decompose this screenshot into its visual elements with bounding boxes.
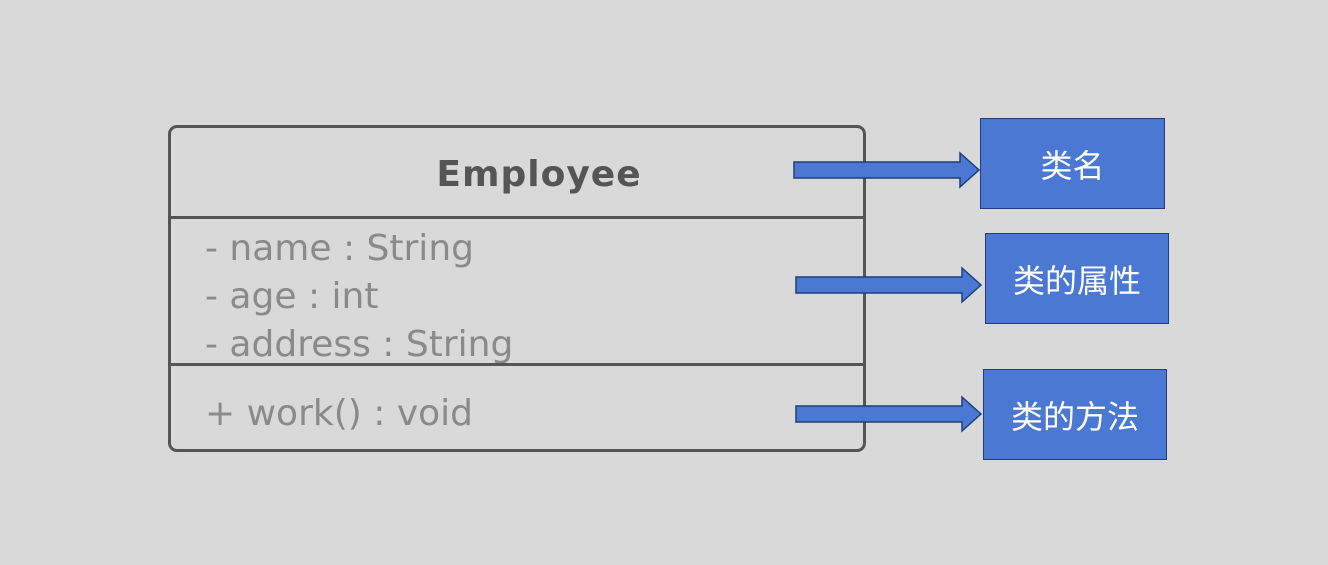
arrow-to-class-name bbox=[793, 151, 981, 189]
class-name: Employee bbox=[436, 153, 642, 195]
attribute-age: - age : int bbox=[205, 276, 379, 317]
callout-attributes: 类的属性 bbox=[985, 233, 1169, 324]
uml-class-box: Employee - name : String - age : int - a… bbox=[168, 125, 866, 452]
attribute-name: - name : String bbox=[205, 228, 474, 269]
attribute-address: - address : String bbox=[205, 324, 514, 365]
methods-section: + work() : void bbox=[171, 366, 863, 449]
class-name-section: Employee bbox=[171, 128, 863, 219]
method-work: + work() : void bbox=[205, 393, 474, 434]
callout-attributes-label: 类的属性 bbox=[1012, 261, 1141, 300]
callout-methods: 类的方法 bbox=[983, 369, 1167, 460]
callout-class-name-label: 类名 bbox=[1040, 146, 1105, 185]
attributes-section: - name : String - age : int - address : … bbox=[171, 219, 863, 366]
callout-class-name: 类名 bbox=[980, 118, 1165, 209]
arrow-to-attributes bbox=[795, 266, 983, 304]
callout-methods-label: 类的方法 bbox=[1010, 397, 1139, 436]
arrow-to-methods bbox=[795, 395, 983, 433]
